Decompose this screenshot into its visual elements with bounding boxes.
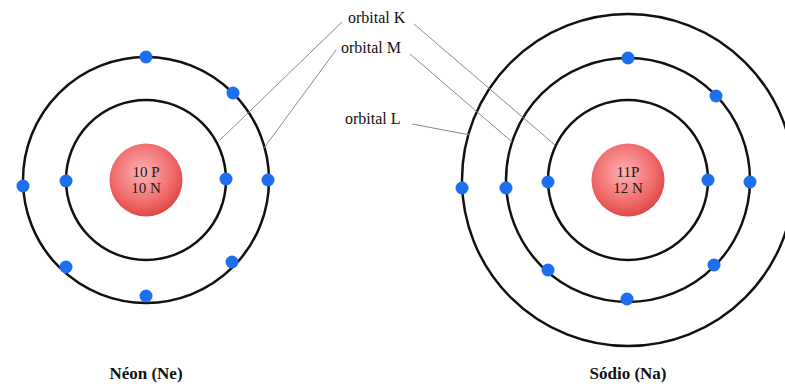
leader-line bbox=[220, 22, 342, 140]
electron bbox=[456, 182, 469, 195]
shell-label: orbital L bbox=[345, 109, 401, 128]
leader-line bbox=[410, 54, 512, 142]
shell-label: orbital M bbox=[341, 38, 401, 57]
electron bbox=[227, 87, 240, 100]
particle-count: 12 N bbox=[613, 180, 643, 197]
electron bbox=[262, 174, 275, 187]
leader-line bbox=[412, 124, 470, 135]
atom-caption: Néon (Ne) bbox=[46, 364, 246, 384]
electron bbox=[622, 52, 635, 65]
electron-shell bbox=[23, 57, 269, 303]
electron bbox=[226, 256, 239, 269]
electron bbox=[140, 51, 153, 64]
electron bbox=[500, 182, 513, 195]
atom-nucleus: 11P12 N bbox=[591, 143, 665, 217]
electron bbox=[140, 290, 153, 303]
electron bbox=[60, 261, 73, 274]
electron bbox=[542, 176, 555, 189]
leader-line bbox=[264, 50, 336, 148]
electron bbox=[220, 173, 233, 186]
electron-shell bbox=[462, 14, 785, 346]
electron-shell bbox=[548, 100, 708, 260]
nucleus-circle bbox=[110, 144, 183, 217]
electron bbox=[710, 90, 723, 103]
electron bbox=[702, 174, 715, 187]
shell-label: orbital K bbox=[348, 8, 405, 27]
particle-count: 10 N bbox=[131, 180, 161, 197]
electron bbox=[744, 176, 757, 189]
electron-shell bbox=[66, 100, 226, 260]
atom-nucleus: 10 P10 N bbox=[109, 143, 183, 217]
electron bbox=[60, 175, 73, 188]
electron bbox=[542, 264, 555, 277]
leader-line bbox=[414, 24, 555, 145]
electron-shell bbox=[506, 58, 750, 302]
particle-count: 11P bbox=[617, 164, 640, 181]
atom-caption: Sódio (Na) bbox=[528, 364, 728, 384]
electron bbox=[17, 180, 30, 193]
particle-count: 10 P bbox=[132, 164, 159, 181]
electron bbox=[621, 293, 634, 306]
nucleus-circle bbox=[592, 144, 665, 217]
electron bbox=[708, 259, 721, 272]
